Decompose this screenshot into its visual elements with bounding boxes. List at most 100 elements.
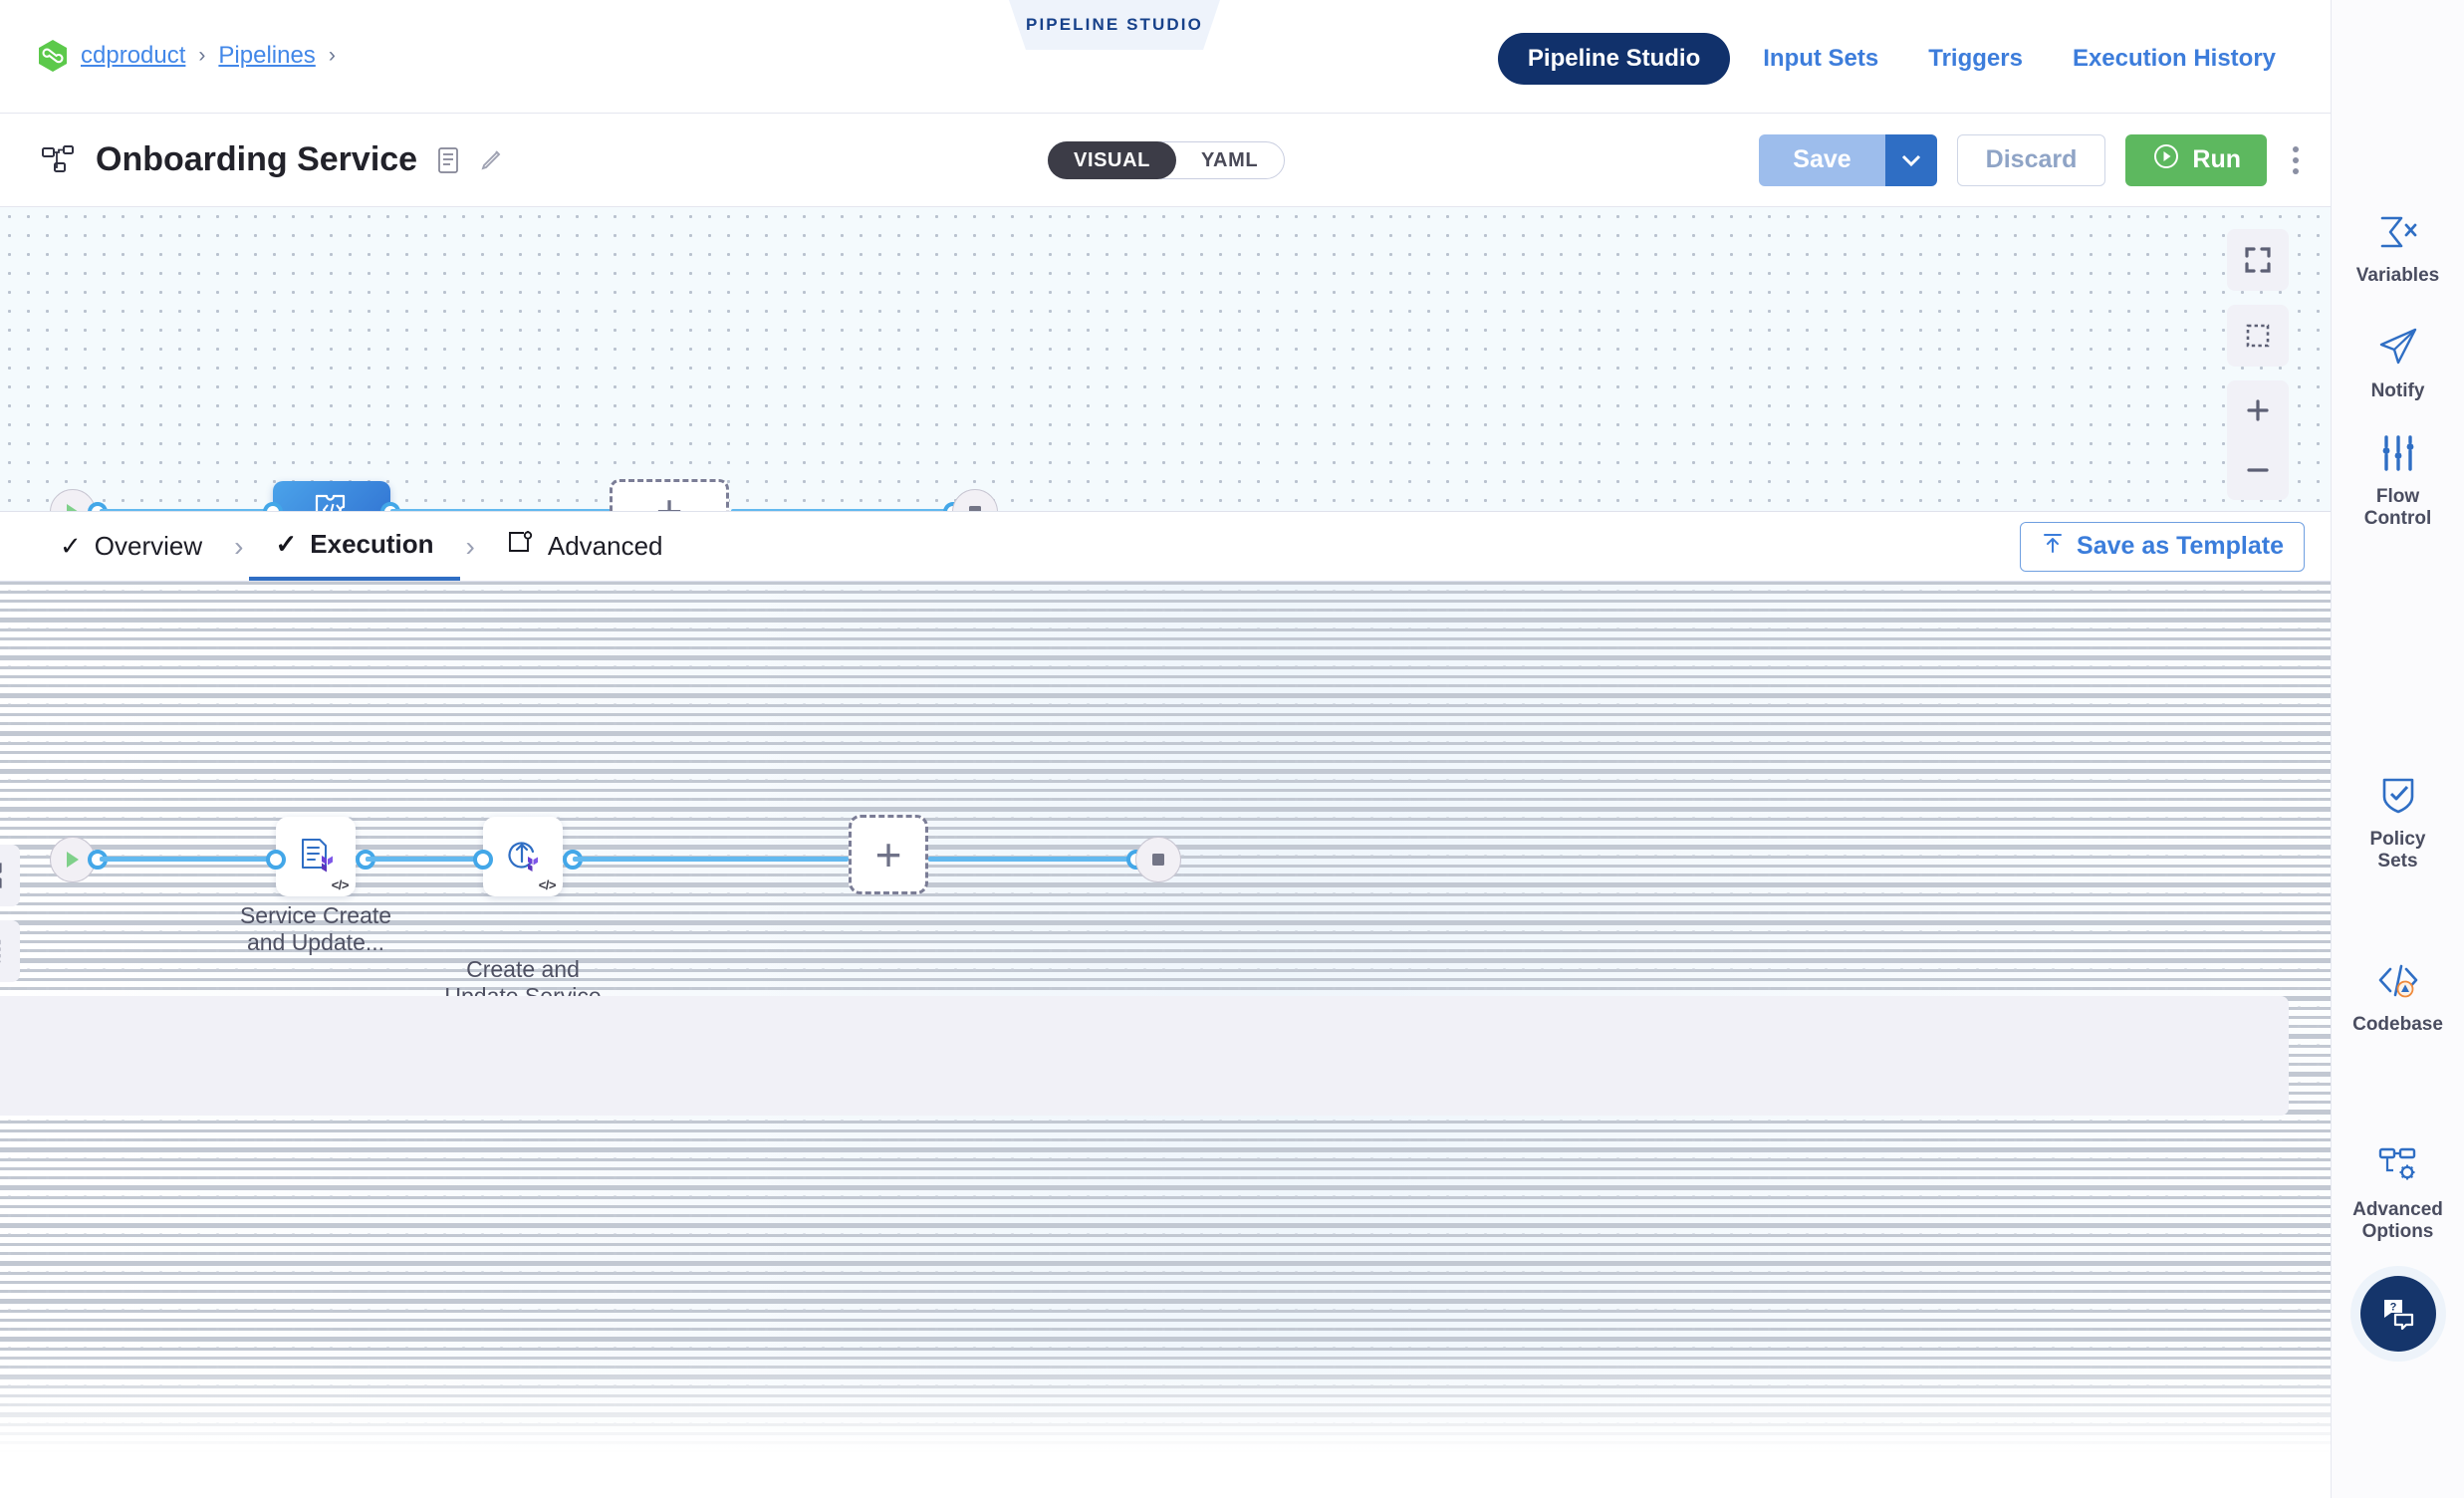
step-edge-2 <box>366 857 485 862</box>
kebab-menu-icon[interactable] <box>2287 140 2305 180</box>
canvas-bottom-fade <box>0 1349 2331 1498</box>
sidebar-label-flow-control: Flow Control <box>2363 486 2432 529</box>
breadcrumb: cdproduct › Pipelines › <box>0 0 336 72</box>
tab-advanced[interactable]: Advanced <box>481 512 689 581</box>
tab-separator-2: › <box>465 530 475 562</box>
template-code-icon <box>312 491 352 511</box>
help-chat-icon[interactable]: ? <box>2359 1276 2436 1352</box>
sidebar-item-notify[interactable]: Notify <box>2332 327 2464 402</box>
breadcrumb-item-cdproduct[interactable]: cdproduct <box>81 42 186 69</box>
tab-execution-label: Execution <box>310 529 434 559</box>
terraform-apply-icon <box>503 835 543 879</box>
nav-triggers[interactable]: Triggers <box>1928 45 2023 72</box>
stage-edge-3 <box>731 509 954 511</box>
tab-separator-1: › <box>234 530 244 562</box>
tab-execution[interactable]: ✓ Execution <box>249 512 460 581</box>
breadcrumb-separator-2: › <box>328 44 336 67</box>
execution-steps-canvas[interactable]: </> Service Create and Update... <box>0 582 2331 1498</box>
step-2-template-badge: </> <box>538 877 557 892</box>
check-icon: ✓ <box>60 531 82 561</box>
pencil-edit-icon[interactable] <box>479 146 505 174</box>
page-title: Onboarding Service <box>96 140 418 178</box>
terraform-plan-document-icon <box>296 835 336 879</box>
stage-selection-box-icon[interactable] <box>2227 305 2289 367</box>
sidebar-label-notify: Notify <box>2370 380 2425 401</box>
description-icon[interactable] <box>435 146 461 174</box>
stage-node-create-and-update-service[interactable]: </> <box>273 481 390 511</box>
add-stage-button[interactable]: + <box>610 479 729 511</box>
play-circle-icon <box>2151 141 2181 178</box>
step-end-node[interactable] <box>1135 837 1181 882</box>
stage-zoom-in-plus-icon[interactable] <box>2227 380 2289 440</box>
step-zoom-in-plus-icon[interactable] <box>0 996 20 1056</box>
tab-overview-label: Overview <box>94 531 203 561</box>
stage-config-tabs: ✓ Overview › ✓ Execution › <box>0 512 2331 582</box>
main-column: cdproduct › Pipelines › PIPELINE STUDIO … <box>0 0 2331 1498</box>
nav-input-sets[interactable]: Input Sets <box>1763 45 1879 72</box>
stage-zoom-out-minus-icon[interactable] <box>2227 440 2289 500</box>
title-actions: Save Discard Run <box>1759 133 2305 186</box>
sidebar-item-advanced-options[interactable]: Advanced Options <box>2332 1145 2464 1243</box>
step-zoom-out-minus-icon[interactable] <box>0 1056 20 1116</box>
title-row: Onboarding Service VISUAL YAML <box>0 114 2331 207</box>
paper-plane-icon <box>2377 327 2419 372</box>
save-button[interactable]: Save <box>1759 133 1885 186</box>
sidebar-label-variables: Variables <box>2355 265 2440 286</box>
toggle-option-yaml[interactable]: YAML <box>1200 148 1259 171</box>
step-1-template-badge: </> <box>331 877 350 892</box>
stage-canvas-controls <box>2227 229 2289 500</box>
sidebar-item-codebase[interactable]: Codebase <box>2332 962 2464 1036</box>
sidebar-item-flow-control[interactable]: Flow Control <box>2332 434 2464 530</box>
save-dropdown-chevron-down-icon[interactable] <box>1884 133 1937 186</box>
stage-node-input-port[interactable] <box>263 502 283 511</box>
sidebar-item-policy-sets[interactable]: Policy Sets <box>2332 775 2464 873</box>
pipeline-hierarchy-icon <box>42 144 78 176</box>
save-as-template-label: Save as Template <box>2077 532 2284 560</box>
sidebar-label-advanced-options: Advanced Options <box>2352 1199 2443 1242</box>
nav-pipeline-studio[interactable]: Pipeline Studio <box>1497 33 1731 85</box>
right-sidebar: Variables Notify Flow <box>2331 0 2464 1498</box>
stage-node-output-port[interactable] <box>380 502 400 511</box>
step-2-input-port[interactable] <box>473 850 493 870</box>
save-as-template-button[interactable]: Save as Template <box>2020 521 2305 572</box>
discard-button[interactable]: Discard <box>1956 133 2106 186</box>
sliders-icon <box>2378 434 2418 477</box>
step-canvas-controls <box>0 844 2289 1116</box>
nav-execution-history[interactable]: Execution History <box>2072 45 2276 72</box>
step-fit-screen-icon[interactable] <box>0 844 20 906</box>
sidebar-label-codebase: Codebase <box>2352 1014 2443 1035</box>
upload-template-icon <box>2041 531 2065 562</box>
step-node-service-create-and-update[interactable]: </> <box>276 817 356 896</box>
stage-zoom-controls <box>2227 380 2289 500</box>
advanced-gear-box-icon <box>507 530 535 563</box>
stage-fit-screen-icon[interactable] <box>2227 229 2289 291</box>
stage-edge-1 <box>100 509 277 511</box>
step-1-input-port[interactable] <box>266 850 286 870</box>
stage-start-port[interactable] <box>88 502 108 511</box>
stage-end-node[interactable] <box>952 489 998 511</box>
title-left-group: Onboarding Service <box>0 140 505 179</box>
add-step-button[interactable]: + <box>849 815 928 894</box>
step-edge-1 <box>100 857 279 862</box>
tab-advanced-label: Advanced <box>547 531 663 561</box>
step-edge-4 <box>928 857 1137 862</box>
stage-start-node[interactable] <box>50 489 96 511</box>
step-node-create-and-update-service[interactable]: </> <box>483 817 563 896</box>
step-selection-box-icon[interactable] <box>0 919 20 982</box>
run-button[interactable]: Run <box>2125 133 2267 186</box>
code-warning-icon <box>2376 962 2420 1005</box>
save-button-group: Save <box>1759 133 1937 186</box>
top-bar: cdproduct › Pipelines › PIPELINE STUDIO … <box>0 0 2331 114</box>
breadcrumb-item-pipelines[interactable]: Pipelines <box>218 42 316 69</box>
breadcrumb-separator: › <box>198 44 206 67</box>
stage-graph-canvas[interactable]: </> Create and Update Service + Add Stag… <box>0 207 2331 512</box>
tab-overview[interactable]: ✓ Overview <box>34 512 228 581</box>
toggle-option-visual[interactable]: VISUAL <box>1048 140 1176 179</box>
nodes-gear-icon <box>2376 1145 2420 1190</box>
view-mode-toggle[interactable]: VISUAL YAML <box>1048 140 1286 179</box>
stage-edge-2 <box>390 509 612 511</box>
sidebar-label-policy-sets: Policy Sets <box>2369 829 2426 872</box>
sidebar-item-variables[interactable]: Variables <box>2332 213 2464 287</box>
tabs-list: ✓ Overview › ✓ Execution › <box>0 512 689 581</box>
